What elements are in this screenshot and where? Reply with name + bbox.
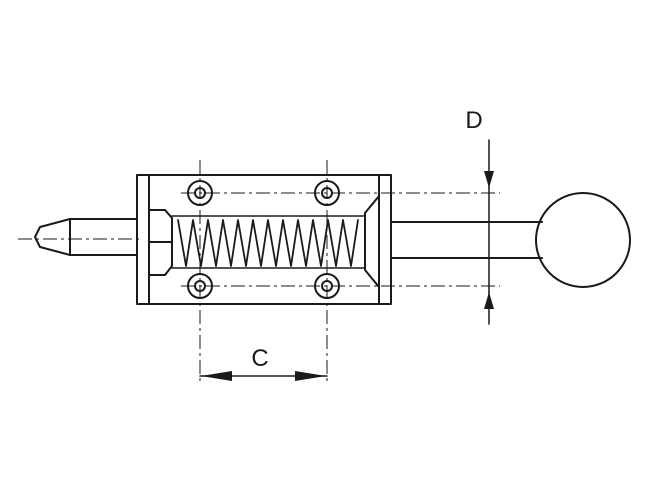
- dim-c-label: C: [251, 345, 268, 372]
- dim-c-arrowhead-left: [201, 371, 232, 381]
- dim-d-label: D: [465, 107, 482, 134]
- pin-tip: [34, 218, 138, 256]
- dim-d-arrowhead-bottom: [484, 292, 494, 309]
- pull-knob: [535, 192, 631, 288]
- dim-c-arrowhead-right: [295, 371, 326, 381]
- spring-seat-cone: [364, 195, 380, 288]
- spring-coil: [177, 219, 359, 267]
- dim-d-arrowhead-top: [484, 171, 494, 188]
- housing-body: [136, 174, 392, 305]
